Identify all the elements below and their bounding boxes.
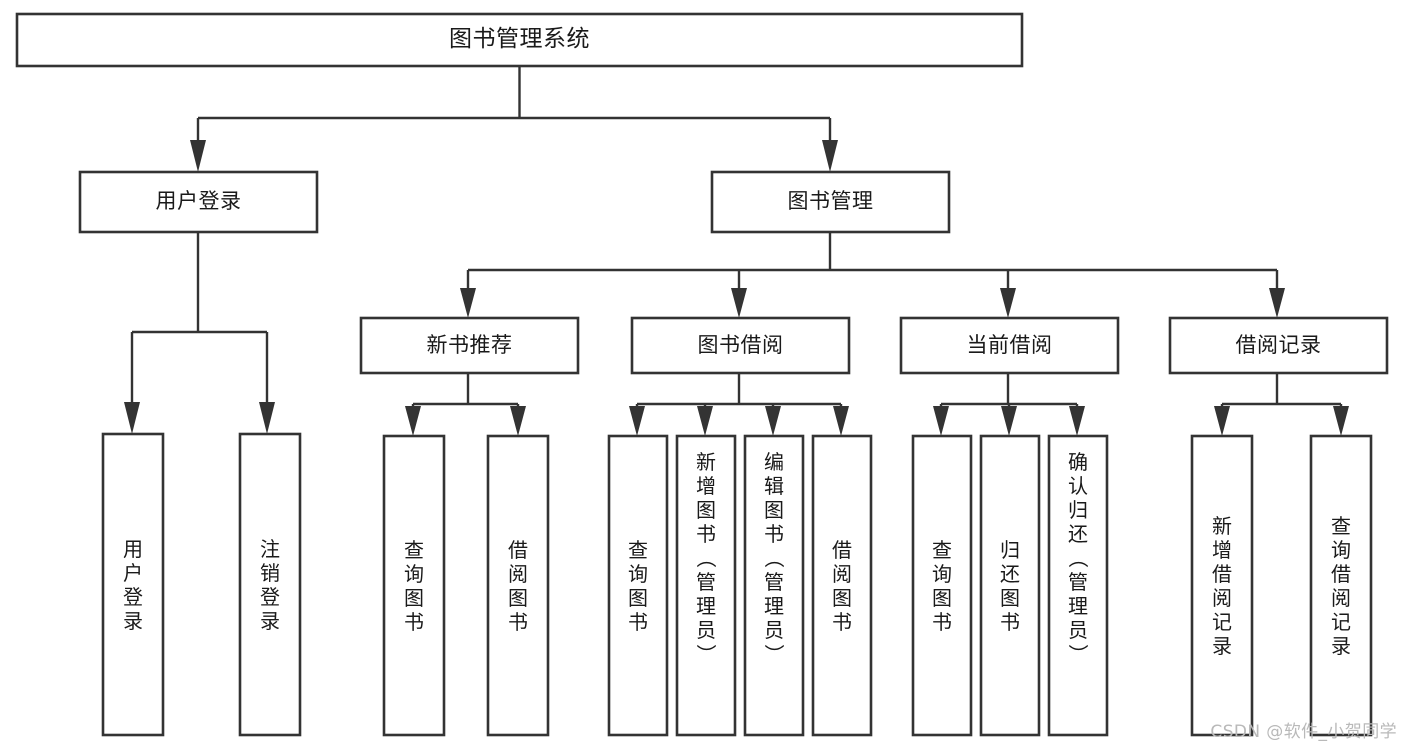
arrow-head-leaf-confirm-return bbox=[1069, 406, 1085, 436]
node-box-leaf-logout[interactable] bbox=[238, 432, 302, 737]
arrow-head-borrow-record bbox=[1269, 288, 1285, 318]
arrow-head-book-borrow bbox=[731, 288, 747, 318]
node-box-leaf-borrow-book-1[interactable] bbox=[486, 434, 550, 737]
arrow-head-leaf-user-login bbox=[124, 402, 140, 434]
arrow-head-leaf-query-record bbox=[1333, 406, 1349, 436]
node-box-leaf-return-book[interactable] bbox=[979, 434, 1041, 737]
arrow-head-leaf-query-book-2 bbox=[629, 406, 645, 436]
node-box-user-login[interactable] bbox=[78, 170, 319, 234]
node-box-root[interactable] bbox=[15, 12, 1024, 68]
node-box-leaf-query-book-1[interactable] bbox=[382, 434, 446, 737]
arrow-head-leaf-add-record bbox=[1214, 406, 1230, 436]
node-box-leaf-add-record[interactable] bbox=[1190, 434, 1254, 737]
node-box-leaf-query-book-3[interactable] bbox=[911, 434, 973, 737]
arrow-head-current-borrow bbox=[1000, 288, 1016, 318]
arrow-head-leaf-edit-book bbox=[765, 406, 781, 436]
arrow-head-leaf-query-book-1 bbox=[405, 406, 421, 436]
arrow-head-leaf-return-book bbox=[1001, 406, 1017, 436]
arrow-head-leaf-query-book-3 bbox=[933, 406, 949, 436]
arrow-head-leaf-logout bbox=[259, 402, 275, 434]
node-box-book-borrow[interactable] bbox=[630, 316, 851, 375]
arrow-head-leaf-borrow-book-2 bbox=[833, 406, 849, 436]
arrow-head-new-book-rec bbox=[460, 288, 476, 318]
node-box-leaf-query-book-2[interactable] bbox=[607, 434, 669, 737]
node-box-leaf-edit-book[interactable] bbox=[743, 434, 805, 737]
csdn-watermark: CSDN @软件_小贺同学 bbox=[1210, 722, 1397, 742]
node-box-current-borrow[interactable] bbox=[899, 316, 1120, 375]
node-box-leaf-confirm-return[interactable] bbox=[1047, 434, 1109, 737]
node-box-leaf-user-login[interactable] bbox=[101, 432, 165, 737]
arrow-head-leaf-borrow-book-1 bbox=[510, 406, 526, 436]
connectors-layer bbox=[124, 66, 1349, 436]
node-box-new-book-rec[interactable] bbox=[359, 316, 580, 375]
arrow-head-user-login bbox=[190, 140, 206, 172]
node-box-borrow-record[interactable] bbox=[1168, 316, 1389, 375]
node-box-leaf-add-book[interactable] bbox=[675, 434, 737, 737]
node-box-leaf-borrow-book-2[interactable] bbox=[811, 434, 873, 737]
arrow-head-leaf-add-book bbox=[697, 406, 713, 436]
nodes-layer bbox=[15, 12, 1389, 737]
node-box-leaf-query-record[interactable] bbox=[1309, 434, 1373, 737]
arrow-head-book-mgmt bbox=[822, 140, 838, 172]
node-box-book-mgmt[interactable] bbox=[710, 170, 951, 234]
